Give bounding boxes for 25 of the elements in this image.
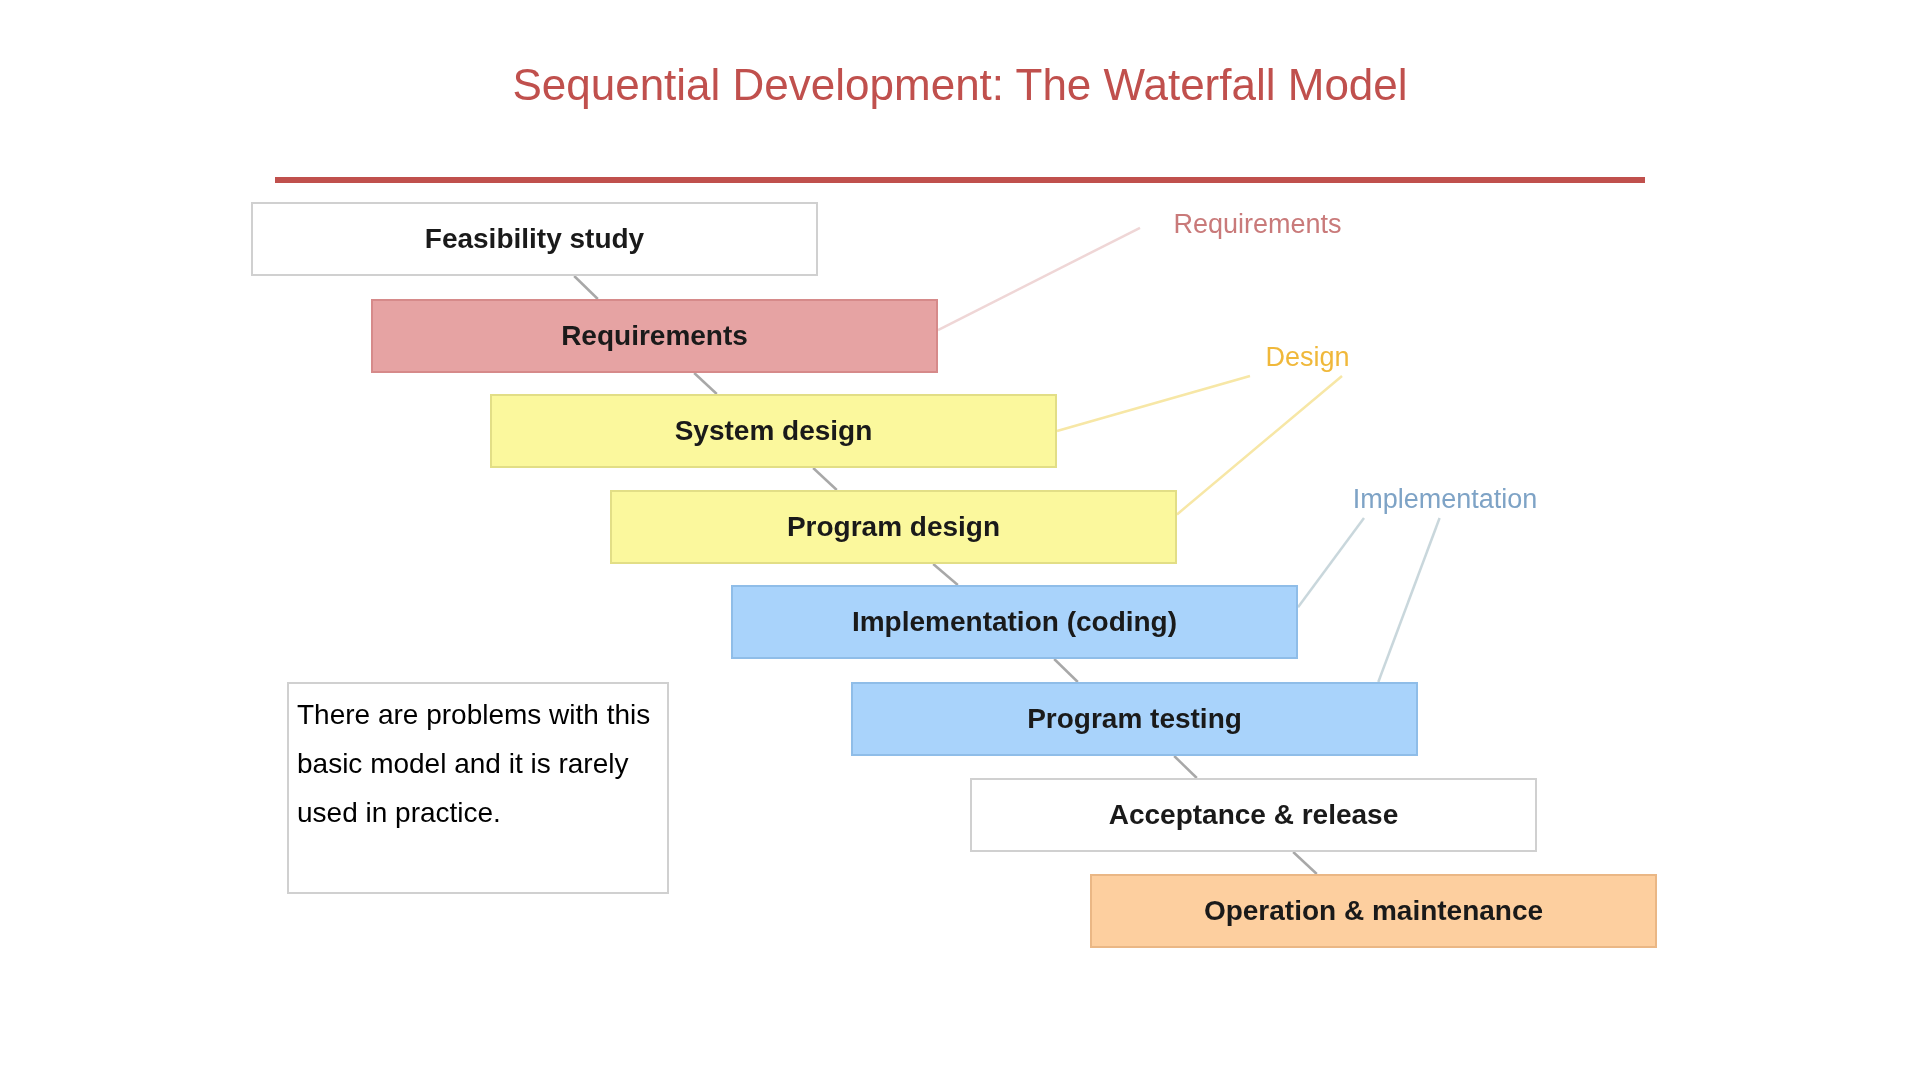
process-box: Acceptance & release [970,778,1537,852]
phase-label: Design [1250,338,1365,376]
process-box: Program design [610,490,1177,564]
connector-line [932,563,959,586]
leader-line [1297,517,1365,608]
connector-line [1173,755,1198,779]
process-box: Requirements [371,299,938,373]
process-box: Program testing [851,682,1418,756]
leader-line [1377,517,1441,683]
diagram-title: Sequential Development: The Waterfall Model [511,59,1409,111]
phase-label: Requirements [1140,205,1375,243]
process-box: Operation & maintenance [1090,874,1657,948]
leader-line [1056,374,1251,433]
connector-line [1053,658,1079,683]
leader-line [1176,375,1343,516]
connector-line [573,275,599,300]
process-box: System design [490,394,1057,468]
phase-label: Implementation [1310,480,1580,518]
note-box: There are problems with this basic model and it is rarely used in practice. [287,682,669,894]
process-box: Feasibility study [251,202,818,276]
leader-line [937,226,1141,332]
connector-line [693,372,718,395]
connector-line [812,467,838,491]
connector-line [1292,851,1318,875]
process-box: Implementation (coding) [731,585,1298,659]
